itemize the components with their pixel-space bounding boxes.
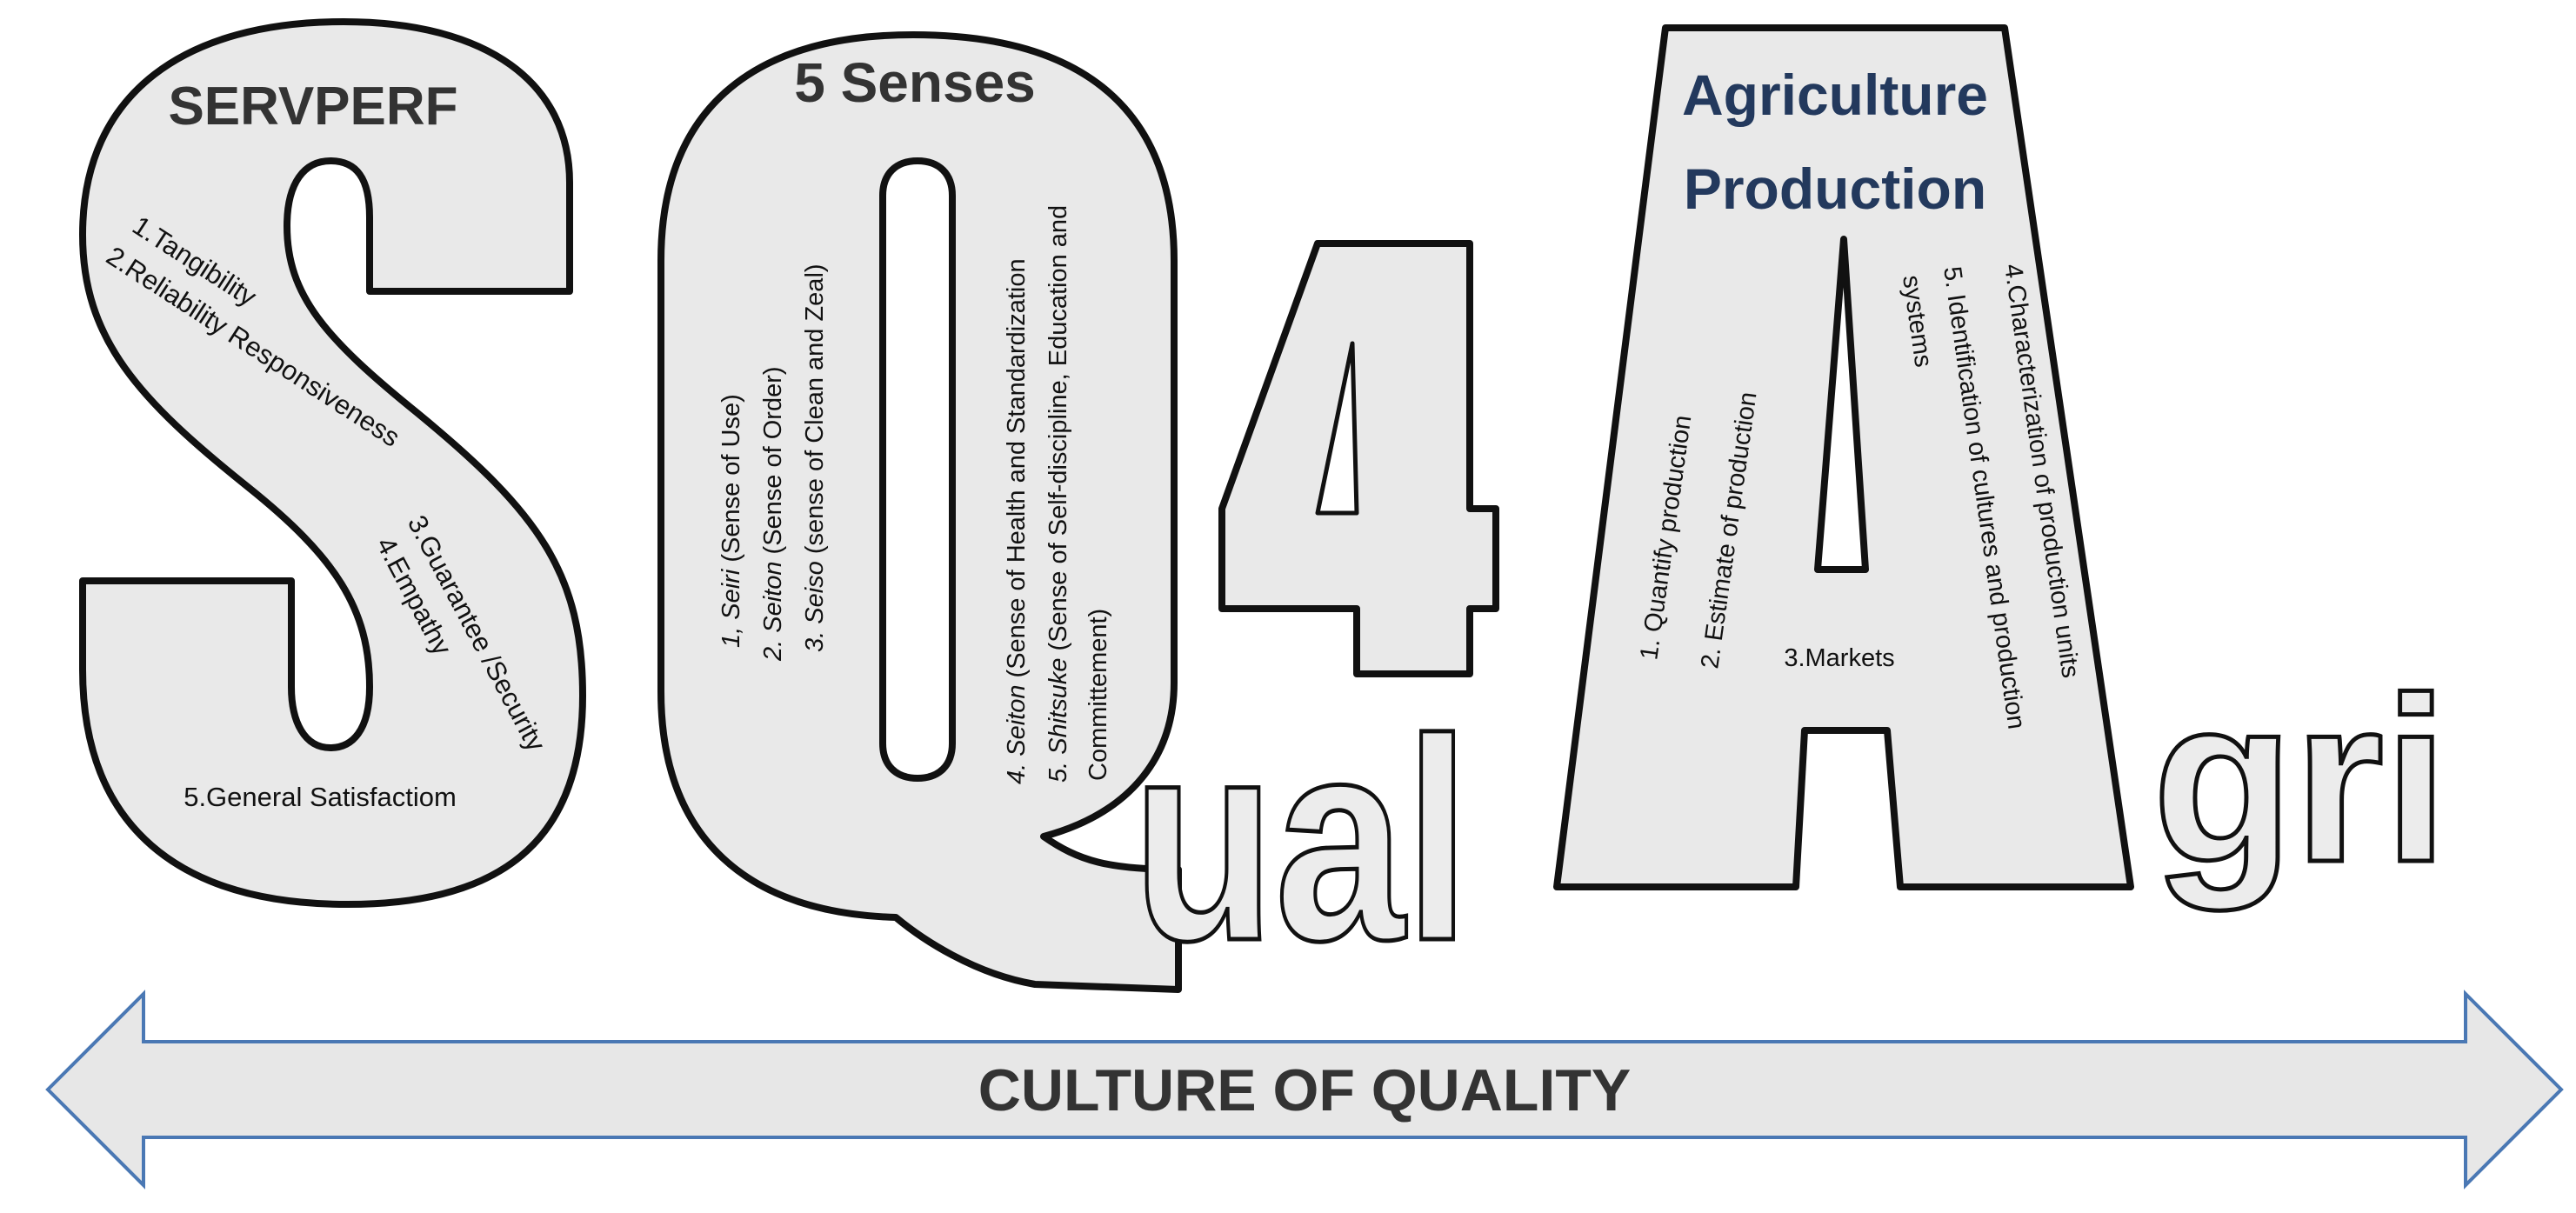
culture-of-quality-label: CULTURE OF QUALITY: [978, 1057, 1631, 1123]
small-ual-text: ual: [1132, 679, 1470, 1000]
letter-a-label: A: [1844, 876, 1854, 890]
senses-item-1: 1, Seiri (Sense of Use): [717, 394, 745, 648]
culture-double-arrow: [45, 990, 2564, 1190]
q-inner-slot: [879, 157, 956, 782]
a-inner-counter: [1814, 236, 1869, 573]
letter-s-label: S: [330, 893, 340, 908]
numeral-4-shape: [1218, 240, 1499, 677]
numeral-4-counter: [1315, 341, 1359, 516]
letter-q-label: Q: [913, 906, 924, 921]
letter-s-shape: [79, 18, 586, 908]
senses-item-5: 5. Shitsuke (Sense of Self-discipline, E…: [1044, 205, 1072, 783]
senses-item-4: 4. Seiton (Sense of Health and Standardi…: [1003, 258, 1031, 784]
servperf-title: SERVPERF: [168, 77, 457, 137]
agriculture-title-line1: Agriculture: [1682, 63, 1988, 127]
small-ual-word: ual: [1131, 677, 1472, 1003]
numeral-4-label: 4: [1357, 663, 1365, 677]
servperf-item-5: 5.General Satisfactiom: [184, 782, 457, 812]
five-senses-title: 5 Senses: [794, 51, 1036, 114]
agriculture-title-line2: Production: [1684, 157, 1986, 221]
senses-item-3: 3. Seiso (sense of Clean and Zeal): [801, 263, 829, 652]
senses-item-2: 2. Seiton (Sense of Order): [759, 366, 787, 662]
agri-item-3: 3.Markets: [1784, 644, 1894, 672]
small-gri-word: gri: [2151, 648, 2451, 915]
senses-item-5-continuation: Committement): [1084, 609, 1112, 781]
small-gri-text: gri: [2152, 650, 2448, 912]
